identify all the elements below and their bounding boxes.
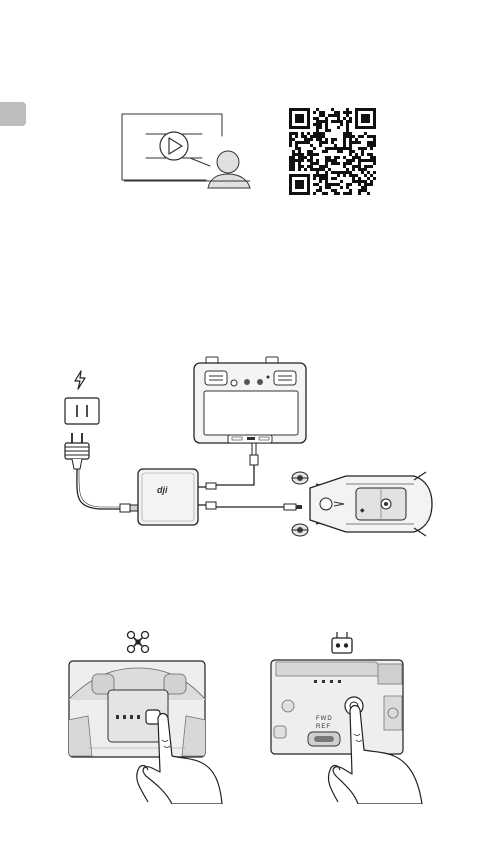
lightning-icon	[72, 370, 88, 390]
drone-battery-panel	[68, 660, 240, 804]
power-outlet-icon	[64, 397, 100, 425]
wall-plug-icon	[65, 433, 89, 469]
remote-power-panel: FWD REF	[270, 656, 446, 804]
drone-icon	[126, 630, 150, 654]
drone-illustration: ◆	[286, 466, 438, 542]
section-tab	[0, 102, 26, 126]
hub-logo: dji	[157, 485, 168, 495]
tutorial-video-icon	[118, 110, 254, 192]
qr-code-icon	[288, 108, 378, 196]
panel-label-line2: REF	[316, 724, 331, 730]
panel-label-line1: FWD	[316, 716, 333, 722]
svg-text:◆: ◆	[360, 508, 365, 514]
remote-controller-icon	[331, 631, 353, 655]
